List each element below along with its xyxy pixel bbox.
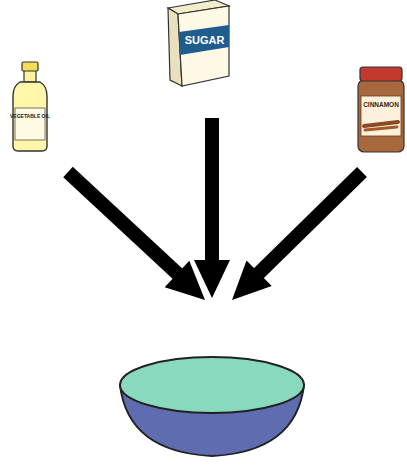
bowl [120, 357, 304, 456]
cinnamon-label: CINNAMON [358, 101, 404, 109]
sugar-label: SUGAR [180, 34, 229, 46]
sugar-bag [168, 0, 229, 86]
arrows [68, 118, 362, 300]
oil-label: VEGETABLE OIL [10, 113, 50, 120]
oil-bottle [13, 62, 47, 151]
cinnamon-jar [358, 67, 404, 152]
